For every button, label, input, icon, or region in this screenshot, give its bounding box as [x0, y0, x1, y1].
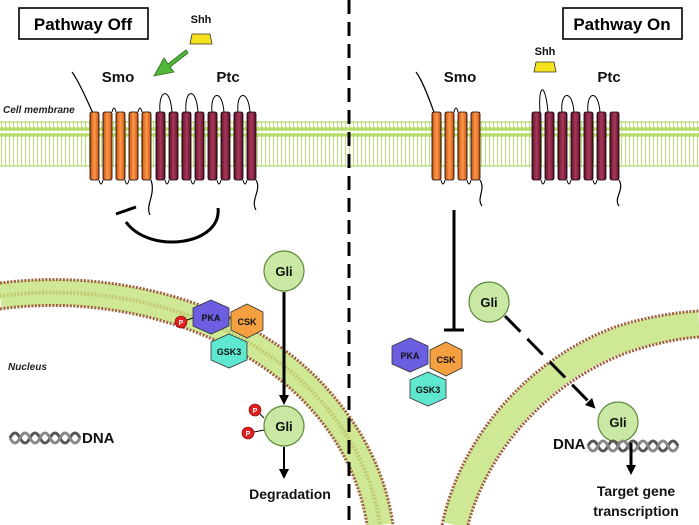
svg-text:CSK: CSK	[436, 355, 456, 365]
shh-ligand-right: Shh	[533, 46, 557, 73]
ptc-receptor-left	[155, 93, 259, 211]
phospho-gli-label: Gli	[275, 419, 292, 434]
nucleus-label: Nucleus	[8, 362, 47, 373]
phospho-gli-node	[263, 405, 305, 447]
phospho-p-2: P	[241, 426, 265, 440]
target-gene-label-line2: transcription	[593, 503, 679, 519]
gsk3-hexagon-left	[210, 333, 248, 369]
svg-text:GSK3: GSK3	[217, 347, 242, 357]
pka-hexagon-left	[192, 299, 230, 335]
nucleus-envelope-right	[440, 309, 699, 525]
csk-hexagon-left	[230, 303, 264, 339]
target-gene-label-line1: Target gene	[597, 483, 676, 499]
gli-label-nucleus: Gli	[609, 415, 626, 430]
green-arrow-icon	[153, 49, 189, 77]
dna-label-right: DNA	[553, 436, 586, 453]
svg-text:PKA: PKA	[201, 313, 221, 323]
svg-text:P: P	[179, 320, 184, 327]
dna-helix-right	[586, 439, 680, 453]
dna-helix-left	[8, 431, 82, 445]
degradation-label: Degradation	[249, 486, 331, 502]
csk-hexagon-right	[429, 341, 463, 377]
svg-text:PKA: PKA	[400, 351, 420, 361]
ptc-label-left: Ptc	[216, 69, 239, 86]
smo-label-right: Smo	[444, 69, 477, 86]
ptc-label-right: Ptc	[597, 69, 620, 86]
dna-label-left: DNA	[82, 430, 115, 447]
kinase-complex-left: PKA CSK GSK3 P	[174, 299, 264, 369]
phospho-p-kinase	[174, 315, 188, 329]
smo-receptor-left	[71, 71, 153, 216]
cell-membrane-label: Cell membrane	[3, 105, 75, 116]
svg-text:Shh: Shh	[535, 46, 556, 58]
svg-text:GSK3: GSK3	[416, 385, 441, 395]
svg-text:Shh: Shh	[191, 14, 212, 26]
phospho-p-1: P	[248, 403, 265, 419]
svg-text:P: P	[253, 408, 258, 415]
svg-text:Pathway On: Pathway On	[573, 15, 670, 34]
gli-node-right	[468, 281, 510, 323]
gli-node-nucleus	[597, 401, 639, 443]
pathway-on-title: Pathway On	[562, 7, 683, 40]
shh-ligand-left: Shh	[189, 14, 213, 45]
ptc-inhibits-smo-arc	[115, 205, 220, 244]
svg-text:Pathway Off: Pathway Off	[34, 15, 133, 34]
gli-nuclear-translocation-arrow	[503, 314, 596, 409]
gli-node-left	[263, 250, 305, 292]
svg-text:CSK: CSK	[237, 317, 257, 327]
smo-receptor-right	[415, 71, 483, 207]
gli-label-right: Gli	[480, 295, 497, 310]
kinase-complex-right: PKA CSK GSK3	[391, 337, 463, 407]
smo-label-left: Smo	[102, 69, 135, 86]
pka-hexagon-right	[391, 337, 429, 373]
ptc-receptor-right	[531, 89, 622, 207]
svg-text:P: P	[246, 431, 251, 438]
pathway-off-title: Pathway Off	[18, 7, 149, 40]
smo-inhibits-kinase-line	[444, 210, 464, 332]
gli-label-left: Gli	[275, 264, 292, 279]
gsk3-hexagon-right	[409, 371, 447, 407]
